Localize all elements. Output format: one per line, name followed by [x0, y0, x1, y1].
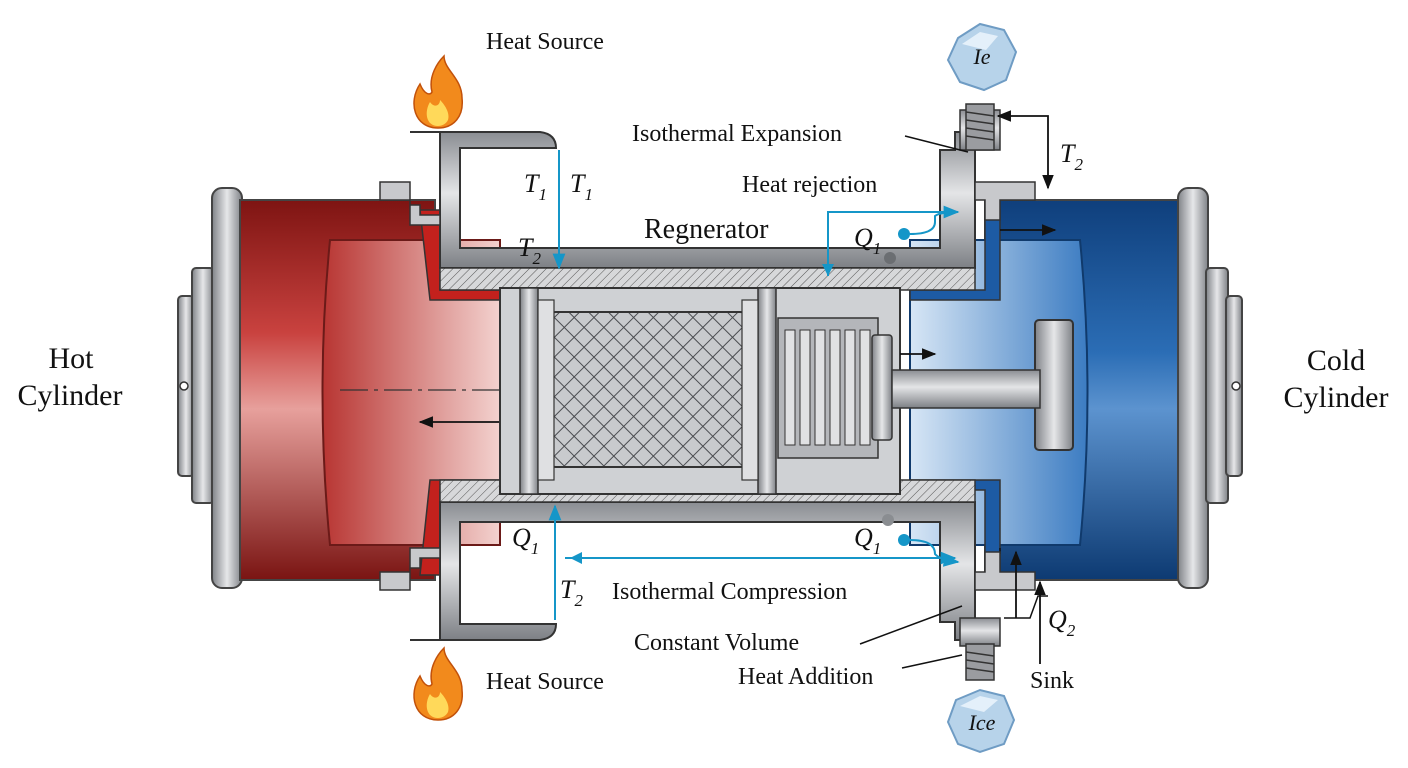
q1-symbol-upper: Q1: [854, 223, 881, 258]
flame-icon: [413, 54, 463, 129]
cold-flange: [1177, 187, 1209, 589]
leader-lines: [859, 110, 1054, 669]
q1-symbol-lower-left: Q1: [512, 523, 539, 558]
t1-symbol-a: T1: [524, 169, 547, 204]
q1-symbol-lower-right: Q1: [854, 523, 881, 558]
sink-label: Sink: [1030, 668, 1074, 694]
hot-cylinder-label-line1: Hot: [49, 342, 95, 375]
ice-bottom-label: Ice: [968, 710, 996, 735]
isothermal-expansion-label: Isothermal Expansion: [632, 121, 842, 147]
heat-rejection-label: Heat rejection: [742, 172, 877, 198]
threaded-rod-bottom: [965, 643, 995, 681]
isothermal-compression-label: Isothermal Compression: [612, 579, 847, 605]
t2-symbol-upper-right: T2: [1060, 139, 1083, 174]
regenerator-mesh: [547, 311, 749, 468]
ice-cube-icon: [946, 22, 1018, 92]
bellows: [777, 317, 893, 459]
constant-volume-label: Constant Volume: [634, 630, 799, 656]
hot-piston-bore: [321, 239, 501, 546]
threaded-rod-top: [965, 103, 995, 151]
heat-source-bottom-label: Heat Source: [486, 669, 604, 695]
hot-flange: [211, 187, 243, 589]
t2-symbol-upper-left: T2: [518, 233, 541, 268]
ice-top-label: Ie: [972, 44, 990, 69]
t1-symbol-b: T1: [570, 169, 593, 204]
heat-source-top-label: Heat Source: [486, 29, 604, 55]
flame-icon: [413, 646, 463, 721]
flow-indicators: [548, 150, 960, 620]
q2-symbol-lower-right: Q2: [1048, 605, 1076, 640]
ice-cube-icon: [946, 688, 1016, 754]
compression-fitting-bottom: [959, 617, 1001, 647]
regenerator-assembly: [499, 287, 1041, 495]
piston-rod: [891, 369, 1041, 409]
cold-cylinder-label-line2: Cylinder: [1284, 381, 1389, 414]
cold-end-cap: [1205, 267, 1229, 504]
hot-end-cap: [191, 267, 215, 504]
regenerator-label: Regnerator: [644, 214, 769, 245]
t2-symbol-lower-left: T2: [560, 575, 583, 610]
upper-heat-duct: [379, 103, 1036, 291]
cold-cylinder-label-line1: Cold: [1307, 344, 1365, 377]
heat-addition-label: Heat Addition: [738, 664, 873, 690]
hot-cylinder-label-line2: Cylinder: [18, 379, 123, 412]
